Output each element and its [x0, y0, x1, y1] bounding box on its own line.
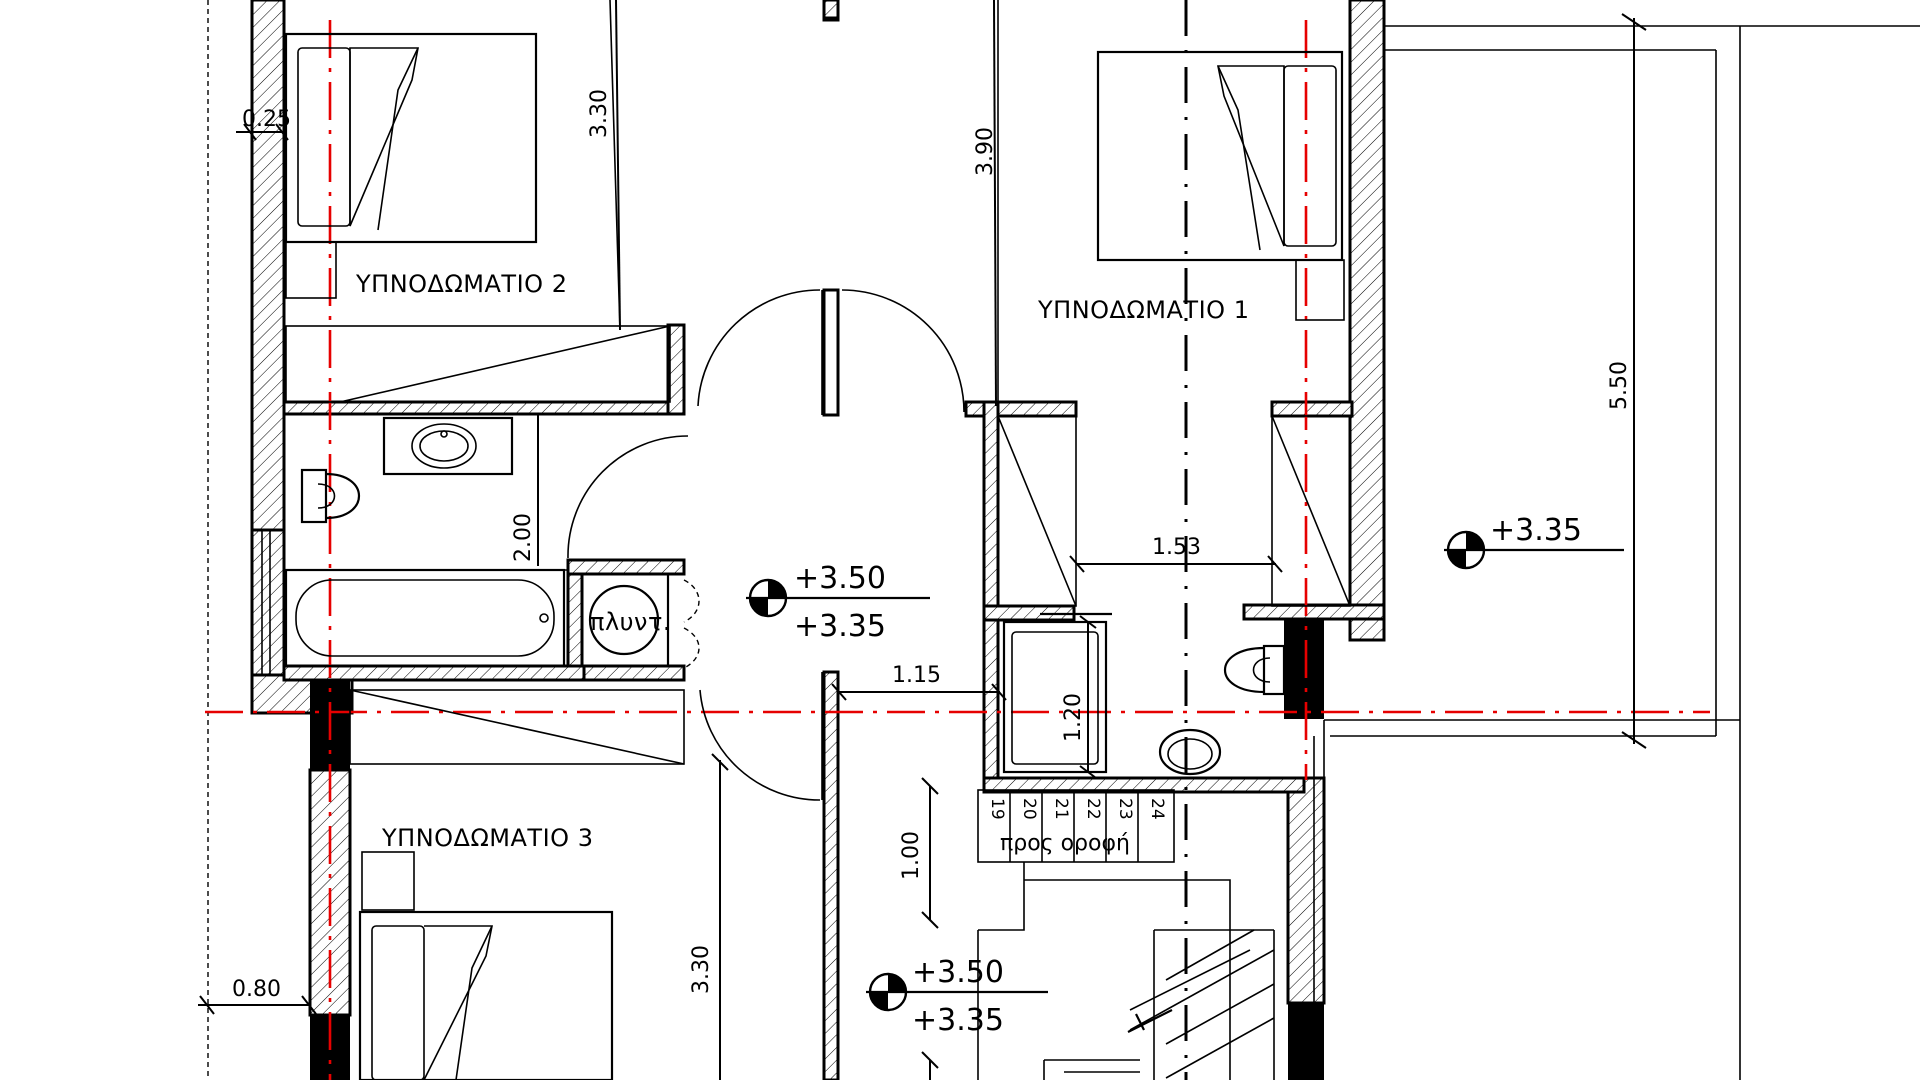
- dim-1-20: 1.20: [1061, 693, 1086, 742]
- to-roof-label: προς οροφή: [1000, 831, 1130, 856]
- dim-1-00: 1.00: [899, 831, 924, 880]
- level-marker-stair: +3.50 +3.35: [866, 955, 1048, 1038]
- wardrobe-3: [349, 689, 685, 765]
- room-label-bedroom-2: ΥΠΝΟΔΩΜΑΤΙΟ 2: [355, 270, 567, 298]
- washbasin[interactable]: [382, 416, 514, 476]
- dim-3-30-bottom: 3.30: [689, 945, 714, 994]
- hall-doors: [697, 289, 965, 801]
- wall-center-lower: [822, 670, 840, 1080]
- step-24: 24: [1147, 798, 1167, 820]
- level-marker-terrace: +3.35: [1444, 513, 1624, 570]
- dim-3-90: 3.90: [973, 127, 998, 176]
- wall-left-mid: [250, 528, 286, 677]
- walls: [207, 0, 1386, 1080]
- room-labels: ΥΠΝΟΔΩΜΑΤΙΟ 2 ΥΠΝΟΔΩΜΑΤΙΟ 1 ΥΠΝΟΔΩΜΑΤΙΟ …: [355, 270, 1249, 852]
- wall-left-upper: [250, 0, 286, 532]
- terrace: [1313, 25, 1920, 1080]
- level-terrace: +3.35: [1490, 513, 1582, 548]
- dim-1-53: 1.53: [1152, 535, 1201, 560]
- level-hall-top: +3.50: [794, 561, 886, 596]
- dim-3-30-top: 3.30: [587, 89, 612, 138]
- dim-0-25: 0.25: [242, 107, 291, 132]
- bathroom-2: [284, 416, 689, 668]
- wall-bed2-closet-end: [666, 323, 686, 416]
- level-markers: +3.50 +3.35 +3.35 +3.50 +3.35: [746, 513, 1624, 1038]
- nightstand-3: [361, 851, 415, 911]
- dim-1-15: 1.15: [892, 663, 941, 688]
- step-19: 19: [987, 798, 1007, 820]
- washer: πλυντ.: [580, 572, 700, 669]
- door-swing-bed2: [697, 289, 821, 407]
- wardrobe-1a: [997, 415, 1077, 607]
- bedroom-3: [349, 689, 685, 1080]
- toilet-2[interactable]: [300, 468, 328, 524]
- room-label-bedroom-3: ΥΠΝΟΔΩΜΑΤΙΟ 3: [381, 824, 593, 852]
- bed-1[interactable]: [1096, 50, 1344, 262]
- washbasin-1[interactable]: [1158, 728, 1222, 776]
- step-20: 20: [1019, 798, 1039, 820]
- wardrobe-2: [285, 325, 671, 403]
- level-hall-bottom: +3.35: [794, 609, 886, 644]
- wall-bed2-bottom: [282, 400, 686, 416]
- dim-2-00: 2.00: [511, 513, 536, 562]
- wall-bed1-right: [1348, 0, 1386, 642]
- room-label-bedroom-1: ΥΠΝΟΔΩΜΑΤΙΟ 1: [1037, 296, 1249, 324]
- wall-center-door-jamb: [822, 288, 840, 417]
- wall-bed1-left-vert: [982, 400, 1000, 792]
- door-swing-bed3: [699, 689, 821, 801]
- bed-2[interactable]: [284, 32, 538, 244]
- bathtub[interactable]: [284, 568, 566, 668]
- level-stair-top: +3.50: [912, 955, 1004, 990]
- door-swing-bed1: [841, 289, 965, 413]
- nightstand-1: [1295, 259, 1345, 321]
- wall-washer-top: [566, 558, 686, 576]
- bedroom-2: [284, 0, 671, 403]
- column-right-bottom: [1288, 1003, 1324, 1080]
- nightstand-2: [285, 241, 337, 299]
- wardrobe-1b: [1271, 415, 1351, 607]
- dimensions: 0.25 3.30 3.90 2.00 5.50 1.53 1.15 1.20: [198, 0, 1647, 1080]
- bed-3[interactable]: [358, 910, 614, 1080]
- wall-bath1-bottom: [982, 776, 1306, 794]
- washer-label: πλυντ.: [590, 608, 671, 636]
- bathroom-1: [1002, 612, 1290, 779]
- level-marker-hall: +3.50 +3.35: [746, 561, 930, 644]
- level-stair-bottom: +3.35: [912, 1003, 1004, 1038]
- step-22: 22: [1083, 798, 1103, 820]
- wall-bath-right: [566, 558, 584, 682]
- step-23: 23: [1115, 798, 1135, 820]
- bedroom-1: [997, 0, 1351, 607]
- red-axes: [205, 0, 1710, 1080]
- dim-5-50: 5.50: [1607, 361, 1632, 410]
- wall-bed1-closet-top: [1270, 400, 1354, 418]
- dim-0-80: 0.80: [232, 977, 281, 1002]
- step-21: 21: [1051, 798, 1071, 820]
- wall-right-lower: [1286, 776, 1326, 1005]
- washer-drum[interactable]: [588, 584, 660, 656]
- wall-bed1-right-bottom: [1242, 603, 1386, 621]
- column-right: [1284, 619, 1324, 719]
- toilet-1[interactable]: [1262, 644, 1286, 696]
- staircase: 19 20 21 22 23 24 προς οροφή: [977, 789, 1275, 1080]
- shower[interactable]: [1002, 620, 1108, 774]
